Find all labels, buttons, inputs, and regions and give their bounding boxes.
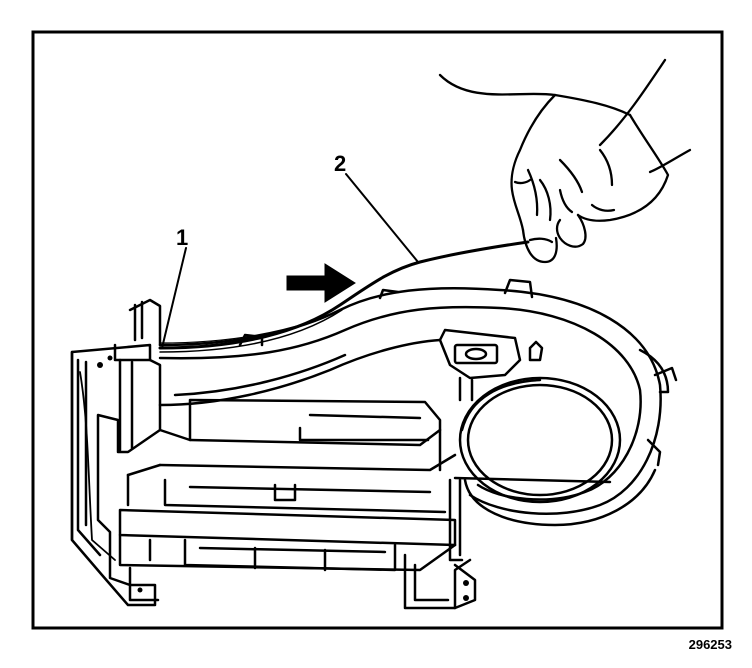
figure-number: 296253: [688, 637, 732, 652]
blower-scroll-housing: [158, 278, 678, 562]
seal-strip: [158, 240, 530, 353]
callout-label-2: 2: [334, 151, 347, 176]
pull-direction-arrow: [286, 263, 356, 303]
leader-lines: [161, 173, 419, 349]
fastener-details: [97, 355, 469, 601]
leader-line-2: [345, 173, 419, 263]
callout-label-1: 1: [176, 225, 189, 250]
leader-line-1: [161, 247, 187, 349]
heater-housing: [70, 298, 477, 610]
hand-illustration: [438, 58, 692, 264]
diagram-frame: [31, 30, 724, 630]
